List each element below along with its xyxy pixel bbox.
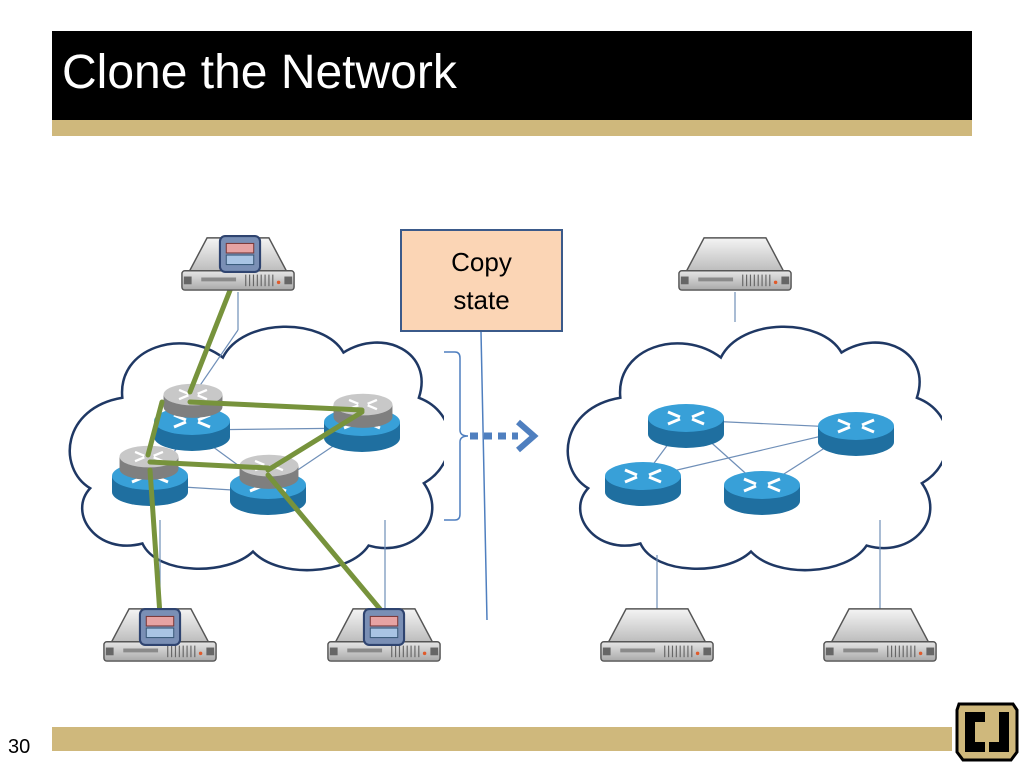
left-cloud	[68, 325, 444, 572]
arrow-head-icon	[516, 419, 539, 453]
router-icon	[603, 460, 683, 508]
original-network	[68, 235, 444, 662]
copy-state-callout: Copy state	[400, 229, 563, 332]
router-icon	[722, 469, 802, 517]
router-icon	[646, 402, 726, 450]
brace	[444, 351, 469, 521]
callout-line-2: state	[453, 284, 510, 315]
server-icon	[823, 608, 937, 662]
cloned-network	[566, 237, 942, 662]
server-icon	[678, 237, 792, 291]
copy-arrow-group	[444, 331, 539, 621]
title-bar: Clone the Network	[52, 31, 972, 120]
footer-bar	[52, 727, 952, 751]
copy-line	[480, 331, 488, 621]
callout-line-1: Copy	[451, 246, 512, 277]
cu-logo-icon	[955, 702, 1019, 762]
slide-number: 30	[8, 736, 31, 758]
router-icon	[816, 410, 896, 458]
server-icon	[600, 608, 714, 662]
state-badge-icon	[138, 608, 182, 646]
right-cloud	[566, 325, 942, 572]
title-underline	[52, 120, 972, 136]
page-title: Clone the Network	[62, 46, 457, 99]
state-badge-icon	[362, 608, 406, 646]
state-badge-icon	[218, 235, 262, 273]
